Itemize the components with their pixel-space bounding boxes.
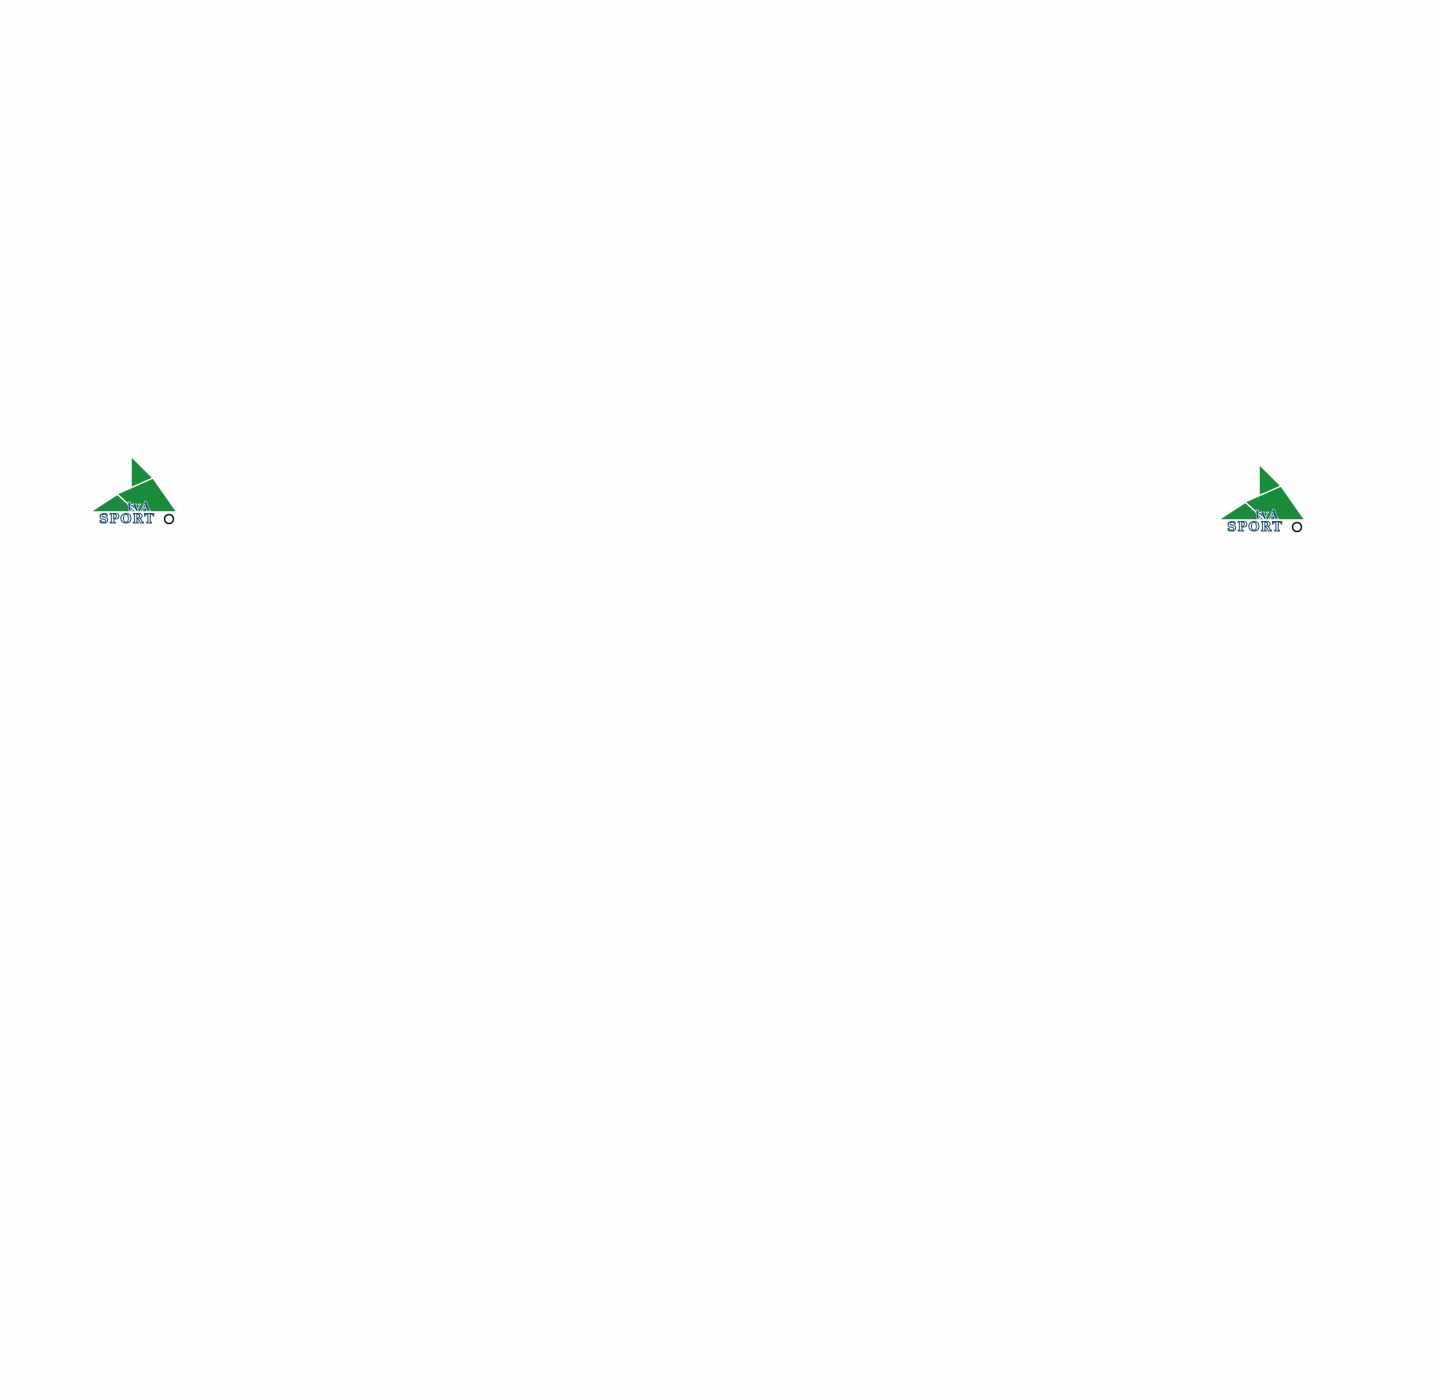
soccer-ball-icon <box>1291 521 1303 533</box>
soccer-ball-icon <box>163 513 175 525</box>
tva-sport-logo-left: tvA SPORT <box>87 454 179 526</box>
logo-word-text: SPORT <box>1227 520 1283 534</box>
tva-sport-logo-right: tvA SPORT <box>1215 462 1307 534</box>
logo-brand-text: tvA <box>1255 508 1280 523</box>
logo-word-text: SPORT <box>99 512 155 526</box>
logo-brand-text: tvA <box>127 500 152 515</box>
